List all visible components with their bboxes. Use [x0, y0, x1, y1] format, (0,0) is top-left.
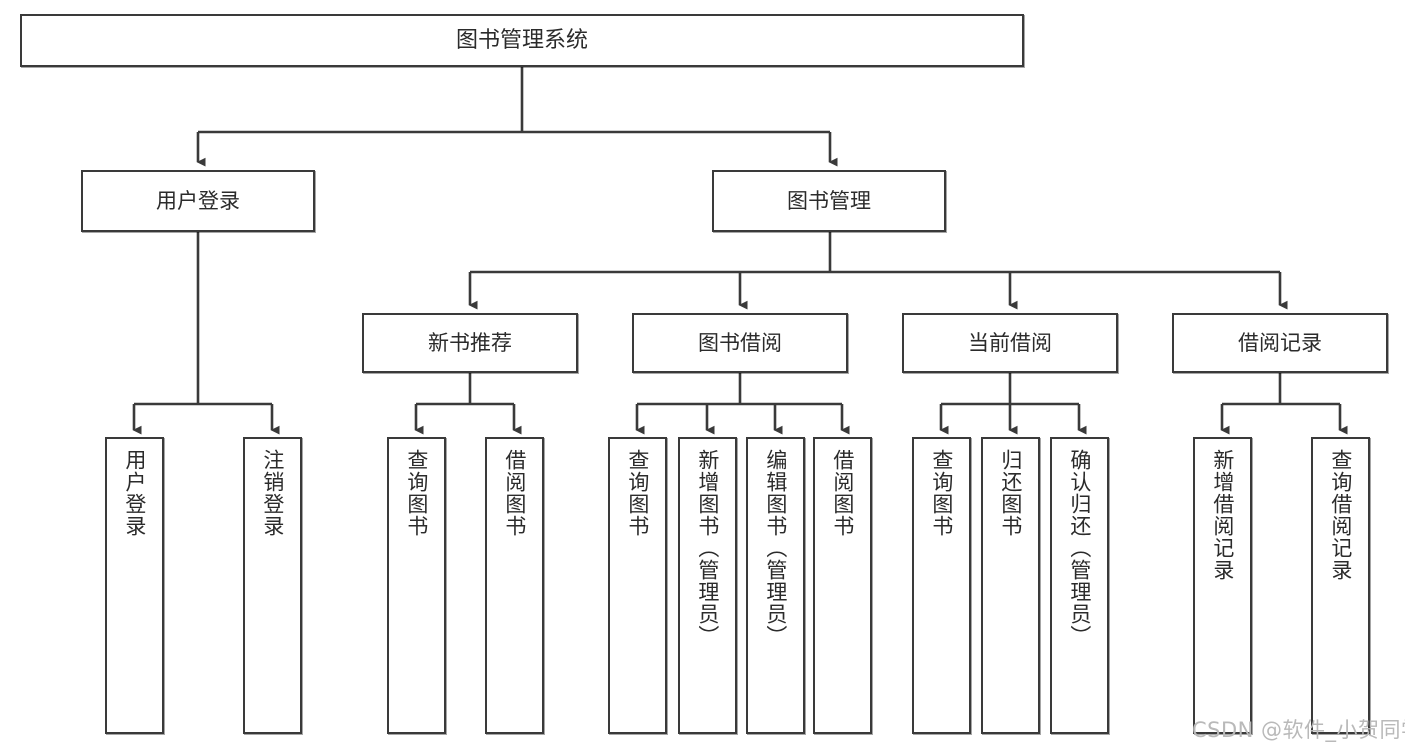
node-label: 查询图书	[625, 449, 650, 537]
node-label: 借阅图书	[830, 449, 855, 537]
leaf-borrow-query-book[interactable]: 查询图书	[608, 437, 667, 734]
node-book-management[interactable]: 图书管理	[712, 170, 946, 232]
leaf-record-query-record[interactable]: 查询借阅记录	[1311, 437, 1370, 734]
leaf-current-query-book[interactable]: 查询图书	[912, 437, 971, 734]
leaf-record-add-record[interactable]: 新增借阅记录	[1193, 437, 1252, 734]
node-new-book-recommend[interactable]: 新书推荐	[362, 313, 578, 373]
node-label: 新书推荐	[428, 330, 512, 355]
leaf-user-login-signout[interactable]: 注销登录	[243, 437, 302, 734]
node-label: 新增图书（管理员）	[695, 449, 720, 647]
leaf-current-return-book[interactable]: 归还图书	[981, 437, 1040, 734]
node-label: 查询图书	[404, 449, 429, 537]
node-label: 确认归还（管理员）	[1067, 449, 1092, 647]
node-root-system[interactable]: 图书管理系统	[20, 14, 1024, 67]
node-label: 图书管理	[787, 188, 871, 213]
leaf-user-login-signin[interactable]: 用户登录	[105, 437, 164, 734]
node-user-login[interactable]: 用户登录	[81, 170, 315, 232]
node-label: 用户登录	[156, 188, 240, 213]
leaf-recommend-borrow-book[interactable]: 借阅图书	[485, 437, 544, 734]
leaf-borrow-edit-book-admin[interactable]: 编辑图书（管理员）	[746, 437, 805, 734]
leaf-current-confirm-return-admin[interactable]: 确认归还（管理员）	[1050, 437, 1109, 734]
node-label: 查询借阅记录	[1328, 449, 1353, 581]
csdn-watermark: CSDN @软件_小贺同学	[1192, 718, 1405, 742]
node-label: 图书借阅	[698, 330, 782, 355]
leaf-borrow-add-book-admin[interactable]: 新增图书（管理员）	[678, 437, 737, 734]
node-label: 当前借阅	[968, 330, 1052, 355]
node-label: 借阅图书	[502, 449, 527, 537]
node-book-borrow[interactable]: 图书借阅	[632, 313, 848, 373]
node-current-borrow[interactable]: 当前借阅	[902, 313, 1118, 373]
node-label: 归还图书	[998, 449, 1023, 537]
node-label: 注销登录	[260, 449, 285, 537]
leaf-borrow-borrow-book[interactable]: 借阅图书	[813, 437, 872, 734]
node-label: 查询图书	[929, 449, 954, 537]
node-label: 新增借阅记录	[1210, 449, 1235, 581]
node-label: 用户登录	[122, 449, 147, 537]
node-borrow-record[interactable]: 借阅记录	[1172, 313, 1388, 373]
node-label: 图书管理系统	[455, 27, 588, 53]
node-label: 编辑图书（管理员）	[763, 449, 788, 647]
node-label: 借阅记录	[1238, 330, 1322, 355]
leaf-recommend-query-book[interactable]: 查询图书	[387, 437, 446, 734]
